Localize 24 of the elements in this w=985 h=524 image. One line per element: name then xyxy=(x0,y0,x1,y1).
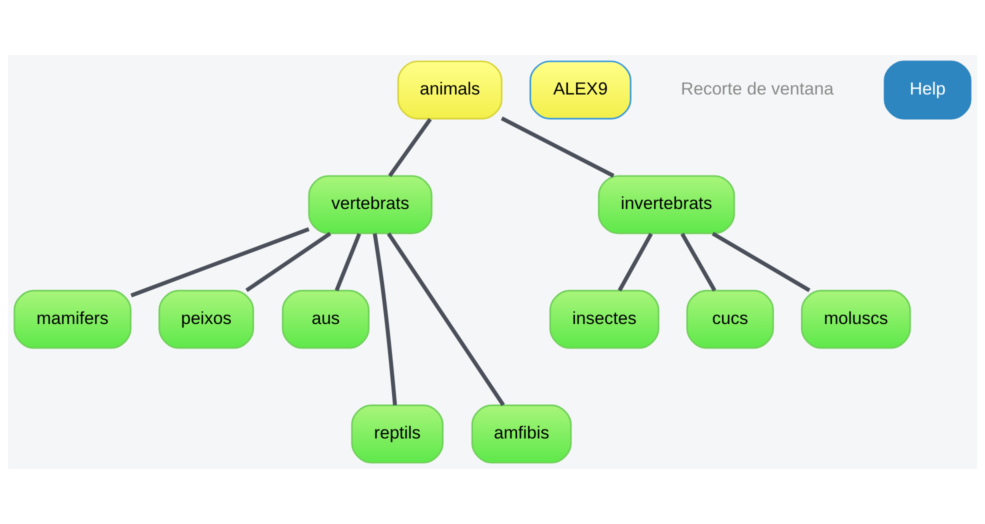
connector xyxy=(386,232,505,406)
node-box: reptils xyxy=(351,404,444,464)
connector xyxy=(130,227,310,298)
node-box: ALEX9 xyxy=(530,60,632,120)
connector xyxy=(388,118,432,178)
node-box: mamifers xyxy=(14,290,132,349)
connector xyxy=(712,232,810,292)
connector xyxy=(500,116,614,178)
connector xyxy=(334,233,362,292)
label: Help xyxy=(910,78,946,98)
node-box: invertebrats xyxy=(598,175,735,234)
node-box: vertebrats xyxy=(308,175,432,234)
node-box: peixos xyxy=(158,290,254,349)
label: Recorte de ventana xyxy=(680,78,834,98)
node-box: insectes xyxy=(549,290,660,349)
connector xyxy=(618,232,653,292)
connector xyxy=(680,232,716,292)
node-box: amfibis xyxy=(471,404,572,464)
node-box: moluscs xyxy=(801,290,911,349)
node-box: animals xyxy=(397,60,502,120)
connector xyxy=(372,233,397,406)
node-box: aus xyxy=(282,290,370,349)
node-box: cucs xyxy=(686,290,774,349)
connector xyxy=(245,232,332,292)
